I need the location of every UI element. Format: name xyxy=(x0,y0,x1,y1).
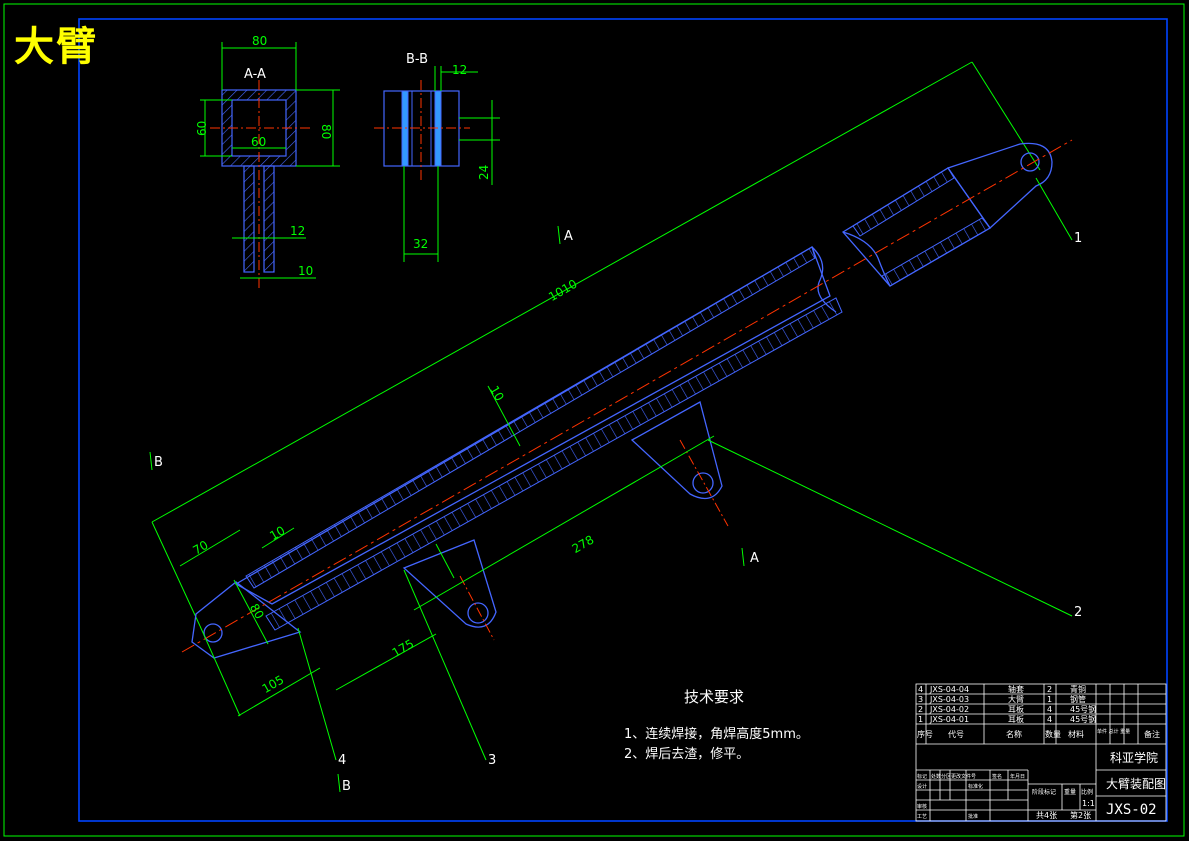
tech-req-item-2: 2、焊后去渣，修平。 xyxy=(624,746,749,762)
bom-header-name: 名称 xyxy=(1006,729,1022,739)
dim-175: 175 xyxy=(390,636,417,660)
bom-row-3-no: 3 xyxy=(918,695,923,704)
aa-dim-right: 80 xyxy=(319,124,333,139)
cut-a-lower: A xyxy=(750,551,759,566)
sheets-total: 共4张 xyxy=(1036,811,1057,820)
aa-dim-stem-bottom: 10 xyxy=(298,264,313,278)
row-label-change-no: 更改文件号 xyxy=(951,773,976,780)
section-aa-label: A-A xyxy=(244,67,266,82)
bom-row-4-code: JXS-04-04 xyxy=(929,685,969,694)
balloon-2: 2 xyxy=(1074,605,1082,620)
tech-req-heading: 技术要求 xyxy=(684,688,744,706)
sheet-no: 第2张 xyxy=(1070,810,1091,820)
bom-header-qty: 数量 xyxy=(1045,729,1061,739)
section-aa-view xyxy=(200,42,340,290)
row-label-mark: 标记 xyxy=(917,773,927,780)
role-approve: 批准 xyxy=(968,813,978,820)
role-process: 工艺 xyxy=(917,814,927,820)
inner-frame xyxy=(78,18,1168,822)
bom-row-4-no: 4 xyxy=(918,685,923,694)
role-review: 审核 xyxy=(917,803,927,810)
outer-frame xyxy=(3,3,1185,837)
section-bb-view xyxy=(374,66,500,262)
cut-a-upper: A xyxy=(564,229,573,244)
aa-dim-top: 80 xyxy=(252,34,267,48)
bom-row-3-qty: 1 xyxy=(1047,695,1052,704)
bom-row-1-name: 耳板 xyxy=(1008,714,1024,724)
arm-main-view xyxy=(151,61,1073,761)
cut-b-left: B xyxy=(154,455,163,470)
dim-80: 80 xyxy=(247,601,267,621)
balloon-1: 1 xyxy=(1074,231,1082,246)
balloon-4: 4 xyxy=(338,753,346,768)
dim-70: 70 xyxy=(190,538,210,558)
dim-105: 105 xyxy=(260,672,287,696)
bom-row-4-qty: 2 xyxy=(1047,685,1052,694)
bb-dim-bottom: 32 xyxy=(413,237,428,251)
aa-dim-left: 60 xyxy=(195,121,209,136)
row-label-date: 年月日 xyxy=(1010,773,1025,780)
drawing-name: 大臂装配图 xyxy=(1106,777,1166,791)
bom-header-code: 代号 xyxy=(948,729,964,739)
drawing-code: JXS-02 xyxy=(1106,802,1157,818)
bom-row-1-no: 1 xyxy=(918,715,923,724)
role-design: 设计 xyxy=(917,783,927,790)
drawing-title: 大臂 xyxy=(14,23,98,70)
row-label-signature: 签名 xyxy=(992,773,1002,780)
bom-row-2-material: 45号钢 xyxy=(1070,704,1096,714)
bom-row-4-material: 青铜 xyxy=(1070,684,1086,694)
bom-row-1-qty: 4 xyxy=(1047,715,1052,724)
title-block xyxy=(915,683,1167,822)
dim-278: 278 xyxy=(570,532,597,556)
bom-row-3-name: 大臂 xyxy=(1008,694,1024,704)
school-name: 科亚学院 xyxy=(1110,750,1158,765)
bom-header-no: 序号 xyxy=(917,729,933,739)
weight-label: 重量 xyxy=(1064,788,1076,796)
dim-10b: 10 xyxy=(267,523,287,543)
bom-row-2-code: JXS-04-02 xyxy=(929,705,969,714)
bom-row-2-name: 耳板 xyxy=(1008,704,1024,714)
aa-dim-stem: 12 xyxy=(290,224,305,238)
scale: 1:1 xyxy=(1082,799,1095,808)
bom-row-1-code: JXS-04-01 xyxy=(929,715,969,724)
bb-dim-right: 24 xyxy=(477,165,491,180)
cut-b-lower: B xyxy=(342,779,351,794)
aa-dim-inner: 60 xyxy=(251,135,266,149)
ratio-label: 比例 xyxy=(1081,788,1093,796)
bom-row-4-name: 轴套 xyxy=(1008,684,1024,694)
bom-row-2-no: 2 xyxy=(918,705,923,714)
tech-req-item-1: 1、连续焊接，角焊高度5mm。 xyxy=(624,726,809,742)
bom-row-1-material: 45号钢 xyxy=(1070,714,1096,724)
row-label-zone: 分区 xyxy=(941,773,951,780)
role-standard: 标准化 xyxy=(968,783,983,790)
balloon-3: 3 xyxy=(488,753,496,768)
bom-header-note: 备注 xyxy=(1144,729,1160,739)
bom-header-material: 材料 xyxy=(1068,729,1084,739)
row-label-count: 处数 xyxy=(931,773,941,780)
bom-header-weight: 单件 总计 重量 xyxy=(1097,728,1130,735)
dim-wall: 10 xyxy=(487,383,507,403)
bom-row-2-qty: 4 xyxy=(1047,705,1052,714)
bb-dim-top: 12 xyxy=(452,63,467,77)
stage-mark-label: 阶段标记 xyxy=(1032,788,1056,796)
bom-row-3-code: JXS-04-03 xyxy=(929,695,969,704)
bom-row-3-material: 钢管 xyxy=(1070,694,1086,704)
section-bb-label: B-B xyxy=(406,52,428,67)
dim-overall: 1010 xyxy=(546,277,579,304)
